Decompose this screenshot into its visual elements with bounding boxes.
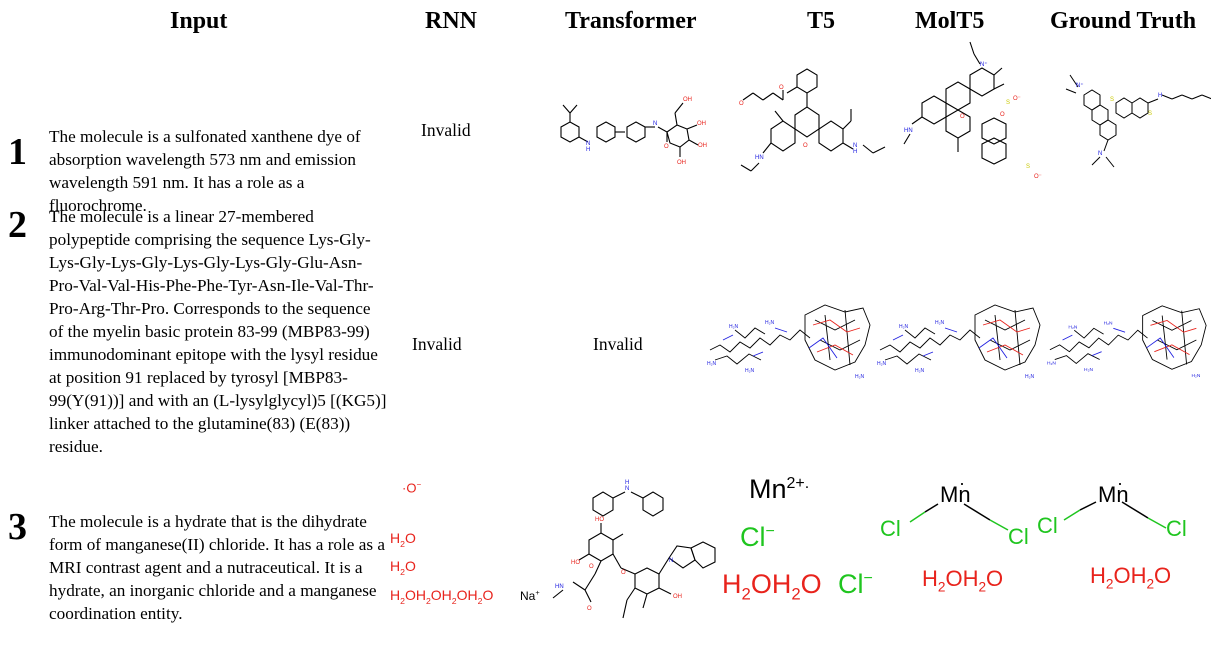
svg-text:N: N xyxy=(1098,151,1102,157)
svg-text:N: N xyxy=(586,141,590,147)
row-number-2: 2 xyxy=(8,204,27,246)
header-transformer: Transformer xyxy=(565,8,697,34)
header-ground-truth: Ground Truth xyxy=(1050,8,1197,34)
row-3-ground-truth-chloride-right: Cl xyxy=(1166,516,1187,541)
header-molt5: MolT5 xyxy=(915,8,985,34)
svg-text:O: O xyxy=(589,564,594,570)
row-3-molt5-chloride-left: Cl xyxy=(880,516,901,541)
svg-text:O: O xyxy=(664,144,669,150)
svg-text:N: N xyxy=(625,486,629,492)
svg-text:H₂N: H₂N xyxy=(1104,320,1113,326)
svg-text:HO: HO xyxy=(595,517,604,523)
row-1-t5-molecule: O O O NH HN xyxy=(739,68,886,172)
svg-text:O: O xyxy=(1000,112,1005,118)
svg-text:O: O xyxy=(621,570,626,576)
svg-text:O⁻: O⁻ xyxy=(1013,96,1021,102)
svg-text:H₂N: H₂N xyxy=(1084,367,1093,373)
row-3-t5-manganese: Mn2+. xyxy=(749,474,810,504)
svg-text:HN: HN xyxy=(904,128,913,134)
svg-text:OH: OH xyxy=(673,594,682,600)
row-3-ground-truth-manganese: Mn xyxy=(1098,482,1129,507)
row-3-ground-truth-radical-dot: · xyxy=(1117,473,1123,493)
svg-text:H₂N: H₂N xyxy=(765,320,775,326)
svg-text:S: S xyxy=(1026,164,1030,170)
row-number-1: 1 xyxy=(8,131,27,173)
header-t5: T5 xyxy=(807,8,836,34)
row-3-rnn-water-2: H2O xyxy=(390,558,416,577)
svg-text:H: H xyxy=(853,149,857,155)
svg-text:S: S xyxy=(1148,111,1152,117)
row-3-molt5-manganese: Mn xyxy=(940,482,971,507)
row-2-rnn-result: Invalid xyxy=(412,334,462,354)
row-3-molt5-water-pair: H2OH2O xyxy=(922,566,1004,595)
row-number-3: 3 xyxy=(8,506,27,548)
row-3-molt5-radical-dot: · xyxy=(959,473,965,493)
row-1-transformer-molecule: NH N O OH OH OH OH xyxy=(560,97,707,166)
svg-text:H₂N: H₂N xyxy=(855,374,865,380)
row-3-description: The molecule is a hydrate that is the di… xyxy=(49,512,385,623)
svg-text:O⁻: O⁻ xyxy=(1034,174,1042,180)
row-1-molt5-molecule: N⁺ O S O⁻ O S O⁻ HN xyxy=(903,41,1042,180)
row-3-t5-chloride-2: Cl− xyxy=(838,569,873,599)
svg-text:O: O xyxy=(587,606,592,612)
svg-text:H: H xyxy=(586,147,590,153)
svg-text:N: N xyxy=(669,558,673,564)
svg-text:OH: OH xyxy=(697,121,706,127)
row-3-ground-truth-chloride-left: Cl xyxy=(1037,513,1058,538)
svg-text:H₂N: H₂N xyxy=(1191,373,1200,379)
row-3-t5-chloride: Cl− xyxy=(740,522,775,552)
svg-text:HN: HN xyxy=(755,155,764,161)
svg-text:N: N xyxy=(853,143,857,149)
svg-text:O: O xyxy=(739,101,744,107)
svg-text:HO: HO xyxy=(571,560,580,566)
svg-text:OH: OH xyxy=(698,143,707,149)
row-3-rnn-water-1: H2O xyxy=(390,530,416,549)
row-3-rnn-oxide: ·O− xyxy=(402,480,422,496)
svg-text:S: S xyxy=(1006,100,1010,106)
svg-text:H₂N: H₂N xyxy=(899,324,909,330)
row-3-ground-truth-bonds xyxy=(1063,501,1167,529)
svg-text:H₂N: H₂N xyxy=(1047,360,1056,366)
svg-text:N⁺: N⁺ xyxy=(980,61,988,68)
svg-text:H: H xyxy=(625,480,629,486)
svg-text:H₂N: H₂N xyxy=(915,368,925,374)
row-1-rnn-result: Invalid xyxy=(421,120,471,140)
row-3-molt5-bonds xyxy=(909,503,1009,531)
row-2-molt5-molecule: H₂N H₂N H₂N H₂N H₂N xyxy=(877,304,1041,380)
svg-text:H₂N: H₂N xyxy=(745,368,755,374)
svg-text:O: O xyxy=(960,114,965,120)
svg-text:H₂N: H₂N xyxy=(1025,374,1035,380)
row-2-t5-molecule: H₂N H₂N H₂N H₂N H₂N xyxy=(707,304,871,380)
row-3-t5-water-pair: H2OH2O xyxy=(722,569,822,604)
svg-text:N⁺: N⁺ xyxy=(1076,82,1084,89)
row-3-transformer-molecule: NH HO HO O HN O O N OH xyxy=(552,480,716,619)
row-1-description: The molecule is a sulfonated xanthene dy… xyxy=(49,127,361,215)
svg-text:O: O xyxy=(779,85,784,91)
svg-text:H₂N: H₂N xyxy=(1068,324,1077,330)
svg-text:H₂N: H₂N xyxy=(935,320,945,326)
row-2-description: The molecule is a linear 27-membered pol… xyxy=(49,207,387,456)
svg-text:N: N xyxy=(653,121,657,127)
row-3-rnn-water-chain: H2OH2OH2OH2O xyxy=(390,587,494,606)
svg-text:O: O xyxy=(803,143,808,149)
header-rnn: RNN xyxy=(425,8,477,34)
svg-text:OH: OH xyxy=(683,97,692,103)
svg-text:H₂N: H₂N xyxy=(877,361,887,367)
row-1-ground-truth-molecule: N⁺ S S H N xyxy=(1065,74,1211,168)
svg-text:H₂N: H₂N xyxy=(707,361,717,367)
row-3-molt5-chloride-right: Cl xyxy=(1008,524,1029,549)
svg-text:H: H xyxy=(1158,93,1162,99)
header-input: Input xyxy=(170,8,228,34)
row-3-ground-truth-water-pair: H2OH2O xyxy=(1090,563,1172,592)
svg-text:H₂N: H₂N xyxy=(729,324,739,330)
row-2-ground-truth-molecule: H₂N H₂N H₂N H₂N H₂N xyxy=(1047,305,1207,379)
row-3-rnn-sodium: Na+ xyxy=(520,588,540,603)
svg-text:HN: HN xyxy=(555,584,564,590)
row-2-transformer-result: Invalid xyxy=(593,334,643,354)
svg-text:S: S xyxy=(1110,97,1114,103)
svg-text:OH: OH xyxy=(677,160,686,166)
